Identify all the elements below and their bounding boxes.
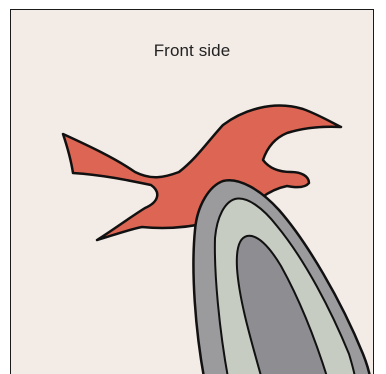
panel-title: Front side (11, 41, 373, 61)
illustration-svg (11, 10, 374, 374)
illustration-panel: Front side (10, 9, 374, 374)
